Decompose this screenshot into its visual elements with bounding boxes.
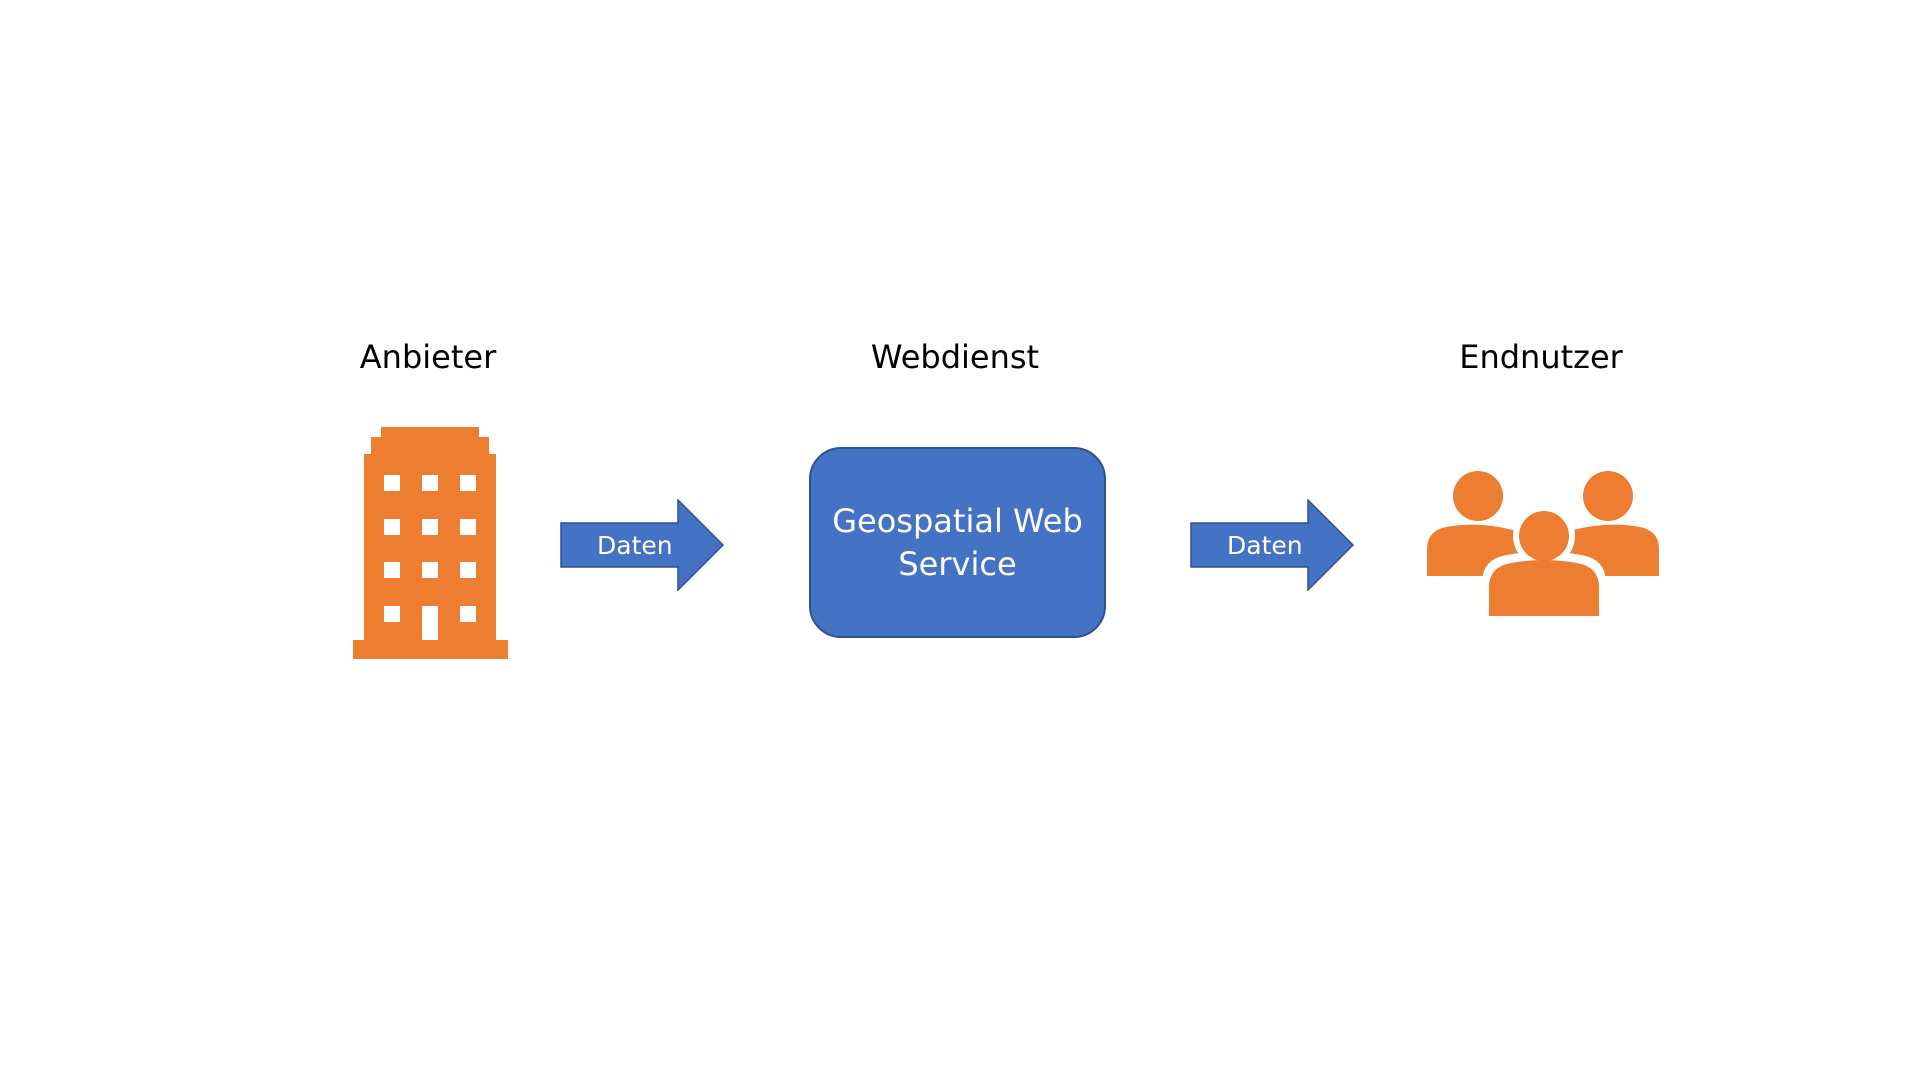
provider-label: Anbieter [359,338,497,376]
building-windows [384,475,476,640]
user-group-figures [1427,471,1659,616]
user-group-icon [1427,471,1659,616]
data-flow-arrow-2 [1190,499,1355,591]
data-flow-arrow-1 [560,499,725,591]
geospatial-web-service-box: Geospatial Web Service [809,447,1106,638]
office-building-icon [353,427,508,659]
webservice-label: Webdienst [870,338,1040,376]
enduser-label: Endnutzer [1459,338,1623,376]
service-box-line-1: Geospatial Web [832,501,1083,540]
arrow-shape [560,499,725,591]
service-box-line-2: Service [898,544,1017,583]
arrow-1-label: Daten [597,531,673,560]
arrow-shape [1190,499,1355,591]
arrow-2-label: Daten [1227,531,1303,560]
